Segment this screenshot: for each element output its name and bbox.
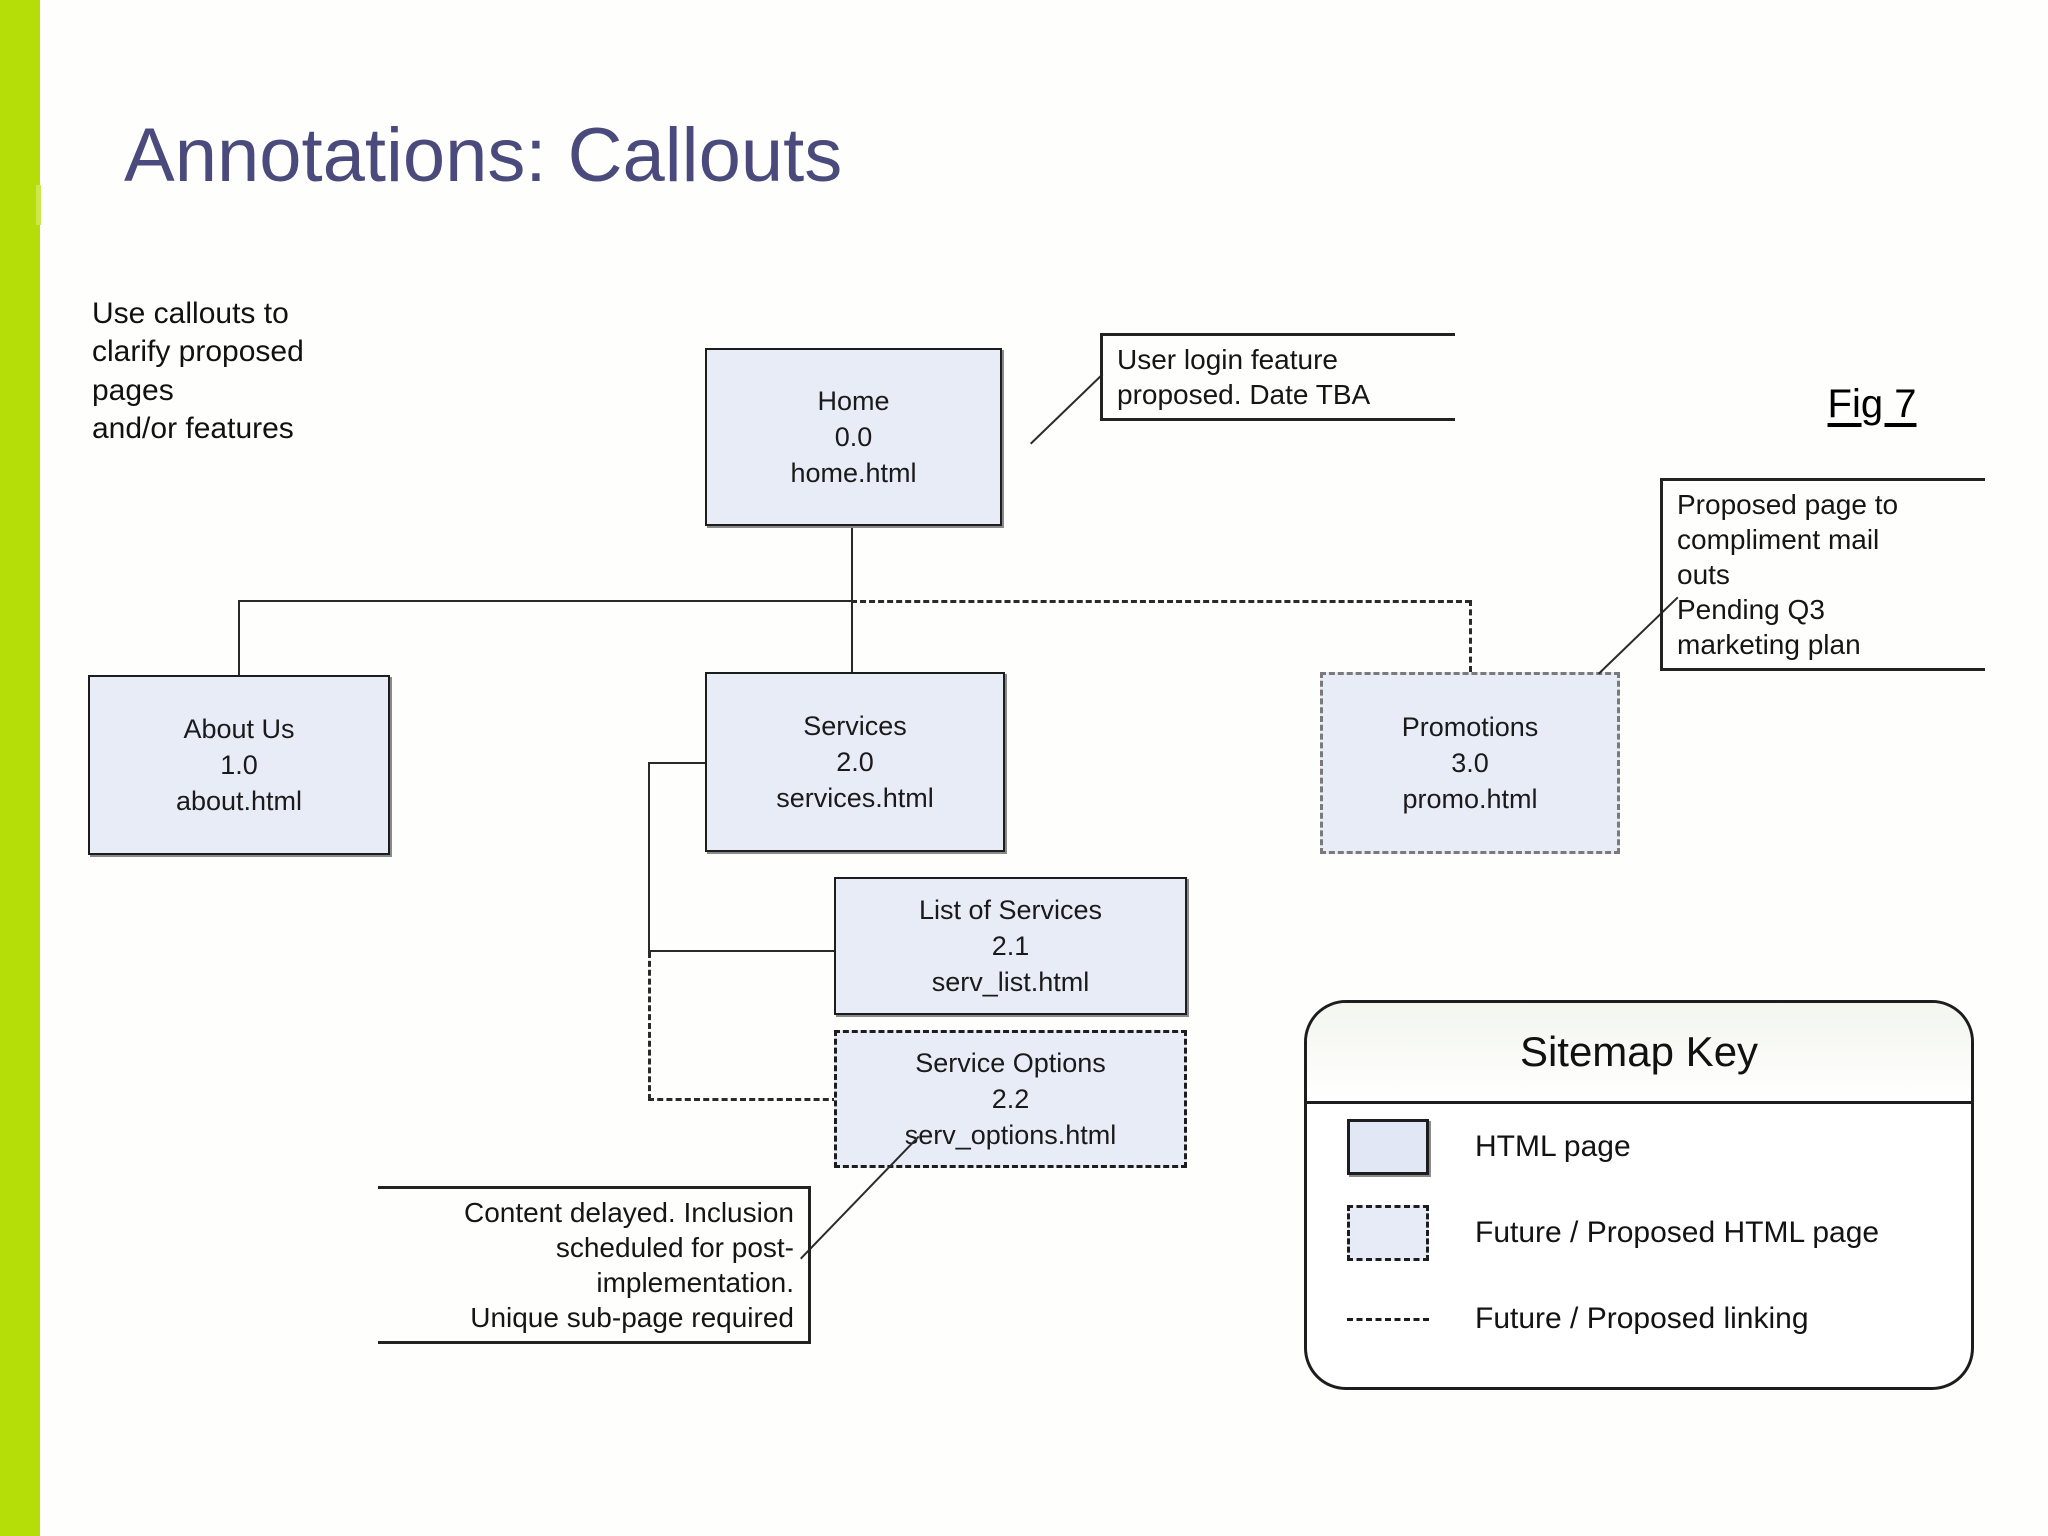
- legend-label-future-linking: Future / Proposed linking: [1475, 1302, 1809, 1335]
- legend-label-html-page: HTML page: [1475, 1130, 1631, 1163]
- legend-swatch-html-page-icon: [1347, 1119, 1429, 1175]
- node-list-of-services-number: 2.1: [991, 931, 1030, 962]
- legend-swatch-future-linking-icon: [1347, 1317, 1429, 1321]
- node-home-name: Home: [817, 386, 890, 417]
- node-services-file: services.html: [776, 782, 934, 813]
- legend-label-future-page: Future / Proposed HTML page: [1475, 1216, 1880, 1249]
- intro-text: Use callouts to clarify proposed pages a…: [92, 297, 304, 446]
- connector-services-elbow-top: [648, 762, 707, 764]
- node-about-us-name: About Us: [183, 714, 295, 745]
- node-list-of-services-name: List of Services: [918, 895, 1103, 926]
- node-service-options-file: serv_options.html: [904, 1119, 1117, 1150]
- connector-home-down: [851, 525, 853, 602]
- sitemap-key-panel: Sitemap Key HTML page Future / Proposed …: [1304, 1000, 1974, 1390]
- node-about-us[interactable]: About Us 1.0 about.html: [88, 675, 390, 855]
- connector-servoptions-branch: [648, 1098, 838, 1101]
- callout-promotions: Proposed page to compliment mail outs Pe…: [1660, 478, 1985, 671]
- legend-swatch-future-page-icon: [1347, 1205, 1429, 1261]
- node-services[interactable]: Services 2.0 services.html: [705, 672, 1005, 852]
- node-about-us-file: about.html: [175, 785, 303, 816]
- node-list-of-services-file: serv_list.html: [931, 966, 1090, 997]
- connector-about-drop: [238, 600, 240, 675]
- leader-line-login: [1030, 373, 1104, 445]
- node-home[interactable]: Home 0.0 home.html: [705, 348, 1002, 526]
- connector-services-trunk: [648, 762, 650, 952]
- figure-label: Fig 7: [1827, 382, 1917, 426]
- node-service-options-number: 2.2: [991, 1084, 1030, 1115]
- legend-row-future-page: Future / Proposed HTML page: [1307, 1190, 1971, 1276]
- legend-row-future-linking: Future / Proposed linking: [1307, 1276, 1971, 1362]
- connector-promotions-drop: [1469, 600, 1472, 672]
- node-promotions-file: promo.html: [1402, 783, 1538, 814]
- connector-bus-dashed: [851, 600, 1471, 603]
- node-services-number: 2.0: [836, 747, 874, 778]
- connector-bus-solid: [238, 600, 853, 602]
- node-home-file: home.html: [790, 457, 917, 488]
- node-service-options-name: Service Options: [915, 1048, 1106, 1079]
- legend-row-html-page: HTML page: [1307, 1104, 1971, 1190]
- connector-servoptions-trunk: [648, 952, 651, 1100]
- callout-login-feature: User login feature proposed. Date TBA: [1100, 333, 1455, 421]
- page-title: Annotations: Callouts: [124, 113, 843, 198]
- node-home-number: 0.0: [834, 422, 873, 453]
- connector-services-drop: [851, 600, 853, 672]
- node-promotions-number: 3.0: [1451, 748, 1489, 779]
- node-about-us-number: 1.0: [220, 750, 258, 781]
- callout-content-delayed: Content delayed. Inclusion scheduled for…: [378, 1186, 811, 1344]
- left-accent-bar: [0, 0, 40, 1536]
- node-list-of-services[interactable]: List of Services 2.1 serv_list.html: [834, 877, 1187, 1015]
- accent-bar-notch: [36, 185, 41, 225]
- node-promotions-name: Promotions: [1401, 712, 1539, 743]
- connector-servlist-branch: [648, 950, 836, 952]
- sitemap-key-title: Sitemap Key: [1307, 1003, 1971, 1104]
- node-promotions[interactable]: Promotions 3.0 promo.html: [1320, 672, 1620, 854]
- node-services-name: Services: [803, 711, 907, 742]
- node-service-options[interactable]: Service Options 2.2 serv_options.html: [834, 1030, 1187, 1168]
